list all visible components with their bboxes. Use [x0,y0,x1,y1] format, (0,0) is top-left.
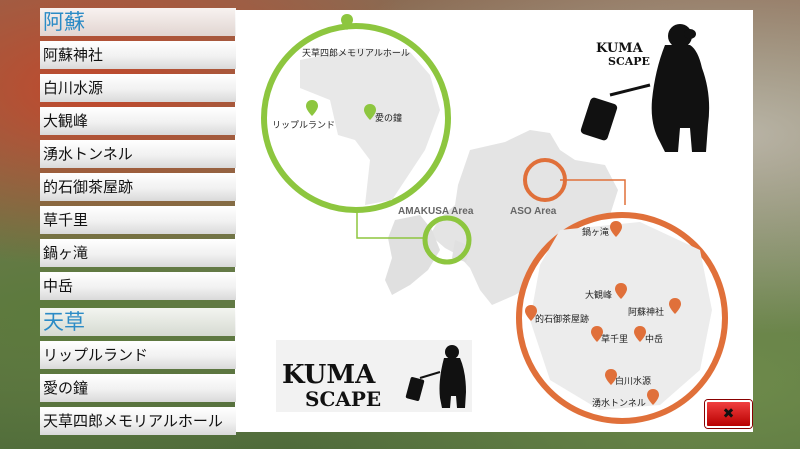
pin-shirakawa-suigen[interactable]: 白川水源 [605,369,651,387]
pin-mato-ishi-ochaya[interactable]: 的石御茶屋跡 [525,305,589,325]
pin-aso-shrine[interactable]: 阿蘇神社 [628,298,681,318]
sidebar-item-kusasenri[interactable]: 草千里 [40,206,236,234]
sidebar-item-ripple-land[interactable]: リップルランド [40,341,236,369]
aso-zoom-land [530,222,712,410]
logo-word-kuma: KUMA [282,360,376,390]
kumamoto-landmass [430,130,618,305]
pin-ai-no-kane[interactable]: 愛の鐘 [364,104,402,124]
section-heading-amakusa: 天草 [40,308,236,336]
aso-area-circle [523,158,567,202]
pin-label: 大観峰 [585,289,612,301]
sidebar-item-nakadake[interactable]: 中岳 [40,272,236,300]
sidebar-item-mato-ishi-ochaya[interactable]: 的石御茶屋跡 [40,173,236,201]
pin-label: リップルランド [272,120,335,131]
pin-ripple-land[interactable]: リップルランド [272,100,335,131]
sidebar-item-shirakawa-suigen[interactable]: 白川水源 [40,74,236,102]
sidebar-item-yusui-tunnel[interactable]: 湧水トンネル [40,140,236,168]
pin-label: 愛の鐘 [375,112,402,124]
amakusa-area-circle [422,215,472,265]
logo-word-kuma: KUMA [596,41,644,56]
pin-label: 鍋ヶ滝 [582,226,609,238]
pin-label: 的石御茶屋跡 [535,313,589,325]
sidebar-item-daikanbo[interactable]: 大観峰 [40,107,236,135]
aso-area-label: ASO Area [510,206,557,217]
pin-label: 草千里 [601,333,628,345]
amakusa-zoom-land [300,48,440,205]
amakusa-area-label: AMAKUSA Area [398,206,474,217]
pin-label: 阿蘇神社 [628,306,664,318]
sidebar-item-shiro-memorial-hall[interactable]: 天草四郎メモリアルホール [40,407,236,435]
logo-word-scape: SCAPE [305,387,381,411]
pin-kusasenri[interactable]: 草千里 [591,326,628,345]
pin-nakadake[interactable]: 中岳 [634,326,663,345]
bear-with-suitcase-icon [405,345,466,408]
pin-label: 白川水源 [615,375,651,387]
pin-label: 天草四郎メモリアルホール [302,47,410,59]
kumascape-logo-bottom: KUMA SCAPE [276,340,472,412]
pin-daikanbo[interactable]: 大観峰 [585,283,627,301]
kumascape-logo-top: KUMA SCAPE [580,24,710,152]
pin-yusui-tunnel[interactable]: 湧水トンネル [592,389,659,409]
sidebar-item-aso-shrine[interactable]: 阿蘇神社 [40,41,236,69]
amakusa-island-small [452,240,470,262]
sidebar: 阿蘇 阿蘇神社 白川水源 大観峰 湧水トンネル 的石御茶屋跡 草千里 鍋ヶ滝 中… [40,8,236,435]
close-button[interactable]: ✖ [705,400,752,428]
pin-label: 湧水トンネル [592,397,646,409]
close-icon: ✖ [722,406,735,422]
logo-word-scape: SCAPE [608,55,650,68]
pin-label: 中岳 [645,333,663,345]
aso-connector [560,179,626,205]
bear-with-suitcase-icon [580,24,710,152]
sidebar-item-ai-no-kane[interactable]: 愛の鐘 [40,374,236,402]
pin-nabegataki[interactable]: 鍋ヶ滝 [582,221,622,238]
sidebar-item-nabegataki[interactable]: 鍋ヶ滝 [40,239,236,267]
pin-amakusa-shiro-memorial[interactable]: 天草四郎メモリアルホール [302,14,410,59]
section-heading-aso: 阿蘇 [40,8,236,36]
